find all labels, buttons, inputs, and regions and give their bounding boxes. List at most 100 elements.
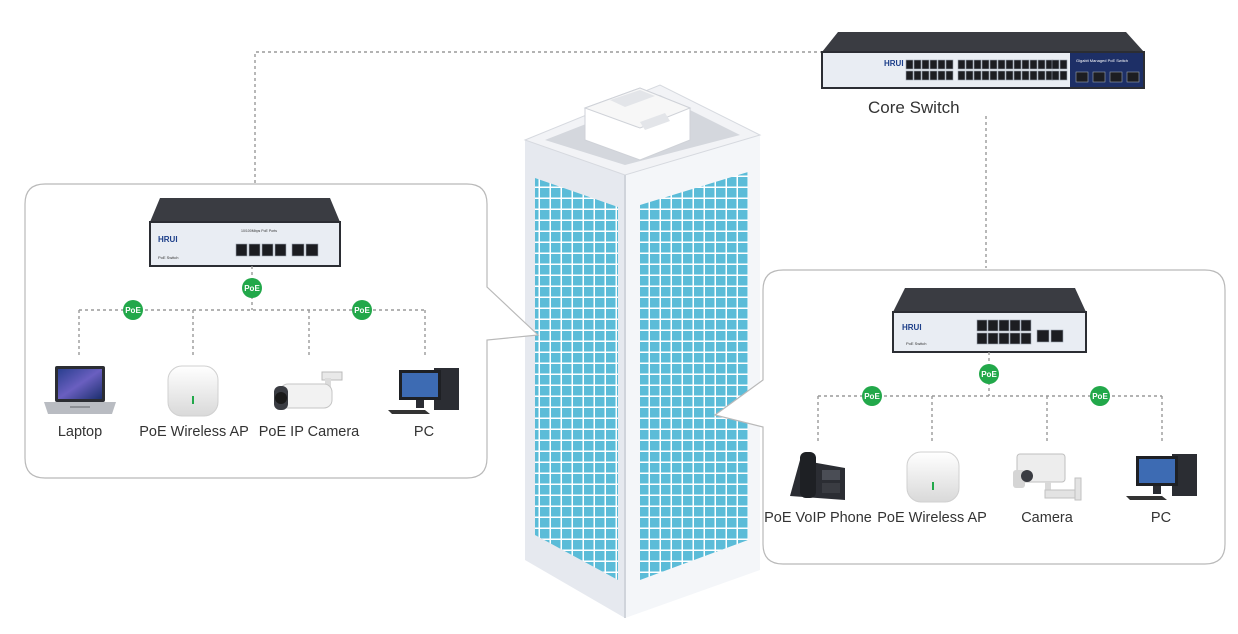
right-switch-uplink-port [1036,329,1050,343]
core-switch-port [945,59,954,70]
left-switch-port [235,243,248,257]
core-switch-sfp-port [1109,71,1123,83]
laptop-icon [44,366,116,414]
core-switch-port [965,59,974,70]
left-switch-port [248,243,261,257]
right-switch-brand: HRUI [902,323,922,332]
office-building [523,84,762,618]
core-switch-port [981,59,990,70]
core-switch-port [1029,70,1038,81]
left-switch-uplink-port [291,243,305,257]
poe-badge: PoE [242,278,262,298]
device-label-ip-camera: PoE IP Camera [259,424,360,440]
device-label-pc: PC [414,424,434,440]
voip-phone-icon [790,452,845,500]
core-switch-port [1051,59,1060,70]
core-switch-port [921,70,930,81]
core-switch-port [913,59,922,70]
core-switch-panel-text: Gigabit Managed PoE Switch [1076,58,1128,63]
core-switch-port [1005,59,1014,70]
svg-text:PoE: PoE [125,306,141,315]
left-switch-model: PoE Switch [158,255,178,260]
core-switch-port [1021,70,1030,81]
core-switch-port [905,70,914,81]
core-switch-port [1037,59,1046,70]
left-switch-port [261,243,274,257]
core-switch-port [921,59,930,70]
left-poe-switch: HRUI PoE Switch 10/100Mbps PoE Ports [149,198,341,267]
right-switch-port [1020,319,1032,332]
cctv-camera-icon [1013,453,1082,501]
core-switch-port [989,70,998,81]
core-switch-port [1059,59,1068,70]
left-switch-brand: HRUI [158,235,178,244]
poe-badge: PoE [352,300,372,320]
right-switch-port [998,319,1010,332]
poe-badge: PoE [979,364,999,384]
core-switch-port [997,70,1006,81]
core-switch-port [957,70,966,81]
right-switch-port [987,332,999,345]
core-switch-port [981,70,990,81]
core-switch-port [1021,59,1030,70]
core-switch-port [937,59,946,70]
desktop-pc-icon [388,368,459,414]
left-switch-uplink-port [305,243,319,257]
core-switch-port [957,59,966,70]
left-switch-port [274,243,287,257]
right-wiring [817,352,1163,444]
core-switch-port [1013,59,1022,70]
poe-badge: PoE [862,386,882,406]
right-poe-switch: HRUI PoE Switch [892,288,1087,353]
right-switch-uplink-port [1050,329,1064,343]
svg-text:PoE: PoE [1092,392,1108,401]
core-switch-port [913,70,922,81]
device-label-pc: PC [1151,510,1171,526]
device-label-wireless-ap: PoE Wireless AP [139,424,249,440]
core-switch-port [1037,70,1046,81]
core-switch-port [973,70,982,81]
device-label-voip-phone: PoE VoIP Phone [764,510,872,526]
core-switch-port [1051,70,1060,81]
core-switch-sfp-port [1126,71,1140,83]
desktop-pc-icon [1126,454,1197,500]
wireless-ap-icon [906,451,960,503]
right-switch-port [998,332,1010,345]
core-switch-sfp-port [1092,71,1106,83]
core-switch-label: Core Switch [868,98,960,117]
core-switch-port [945,70,954,81]
right-switch-port [1009,319,1021,332]
uplink-line-left [254,51,822,183]
core-switch-port [965,70,974,81]
svg-text:PoE: PoE [354,306,370,315]
device-label-wireless-ap: PoE Wireless AP [877,510,987,526]
core-switch-port [973,59,982,70]
bullet-camera-icon [274,371,343,410]
device-label-camera: Camera [1021,510,1074,526]
core-switch-sfp-port [1075,71,1089,83]
right-switch-model: PoE Switch [906,341,926,346]
core-switch-brand: HRUI [884,59,904,68]
core-switch-port [937,70,946,81]
core-switch-port [1005,70,1014,81]
core-switch-port [1029,59,1038,70]
right-switch-port [1009,332,1021,345]
core-switch-port [929,70,938,81]
poe-badge: PoE [123,300,143,320]
core-switch-port [989,59,998,70]
right-switch-port [987,319,999,332]
core-switch-port [929,59,938,70]
left-switch-panel-text: 10/100Mbps PoE Ports [241,229,277,233]
svg-text:PoE: PoE [981,370,997,379]
device-label-laptop: Laptop [58,424,102,440]
core-switch-port [905,59,914,70]
right-switch-port [976,332,988,345]
core-switch-port [1059,70,1068,81]
right-switch-port [1020,332,1032,345]
svg-text:PoE: PoE [864,392,880,401]
core-switch-port [1013,70,1022,81]
right-switch-port [976,319,988,332]
core-switch: HRUI Gigabit Managed PoE Switch [821,32,1145,89]
core-switch-port [997,59,1006,70]
